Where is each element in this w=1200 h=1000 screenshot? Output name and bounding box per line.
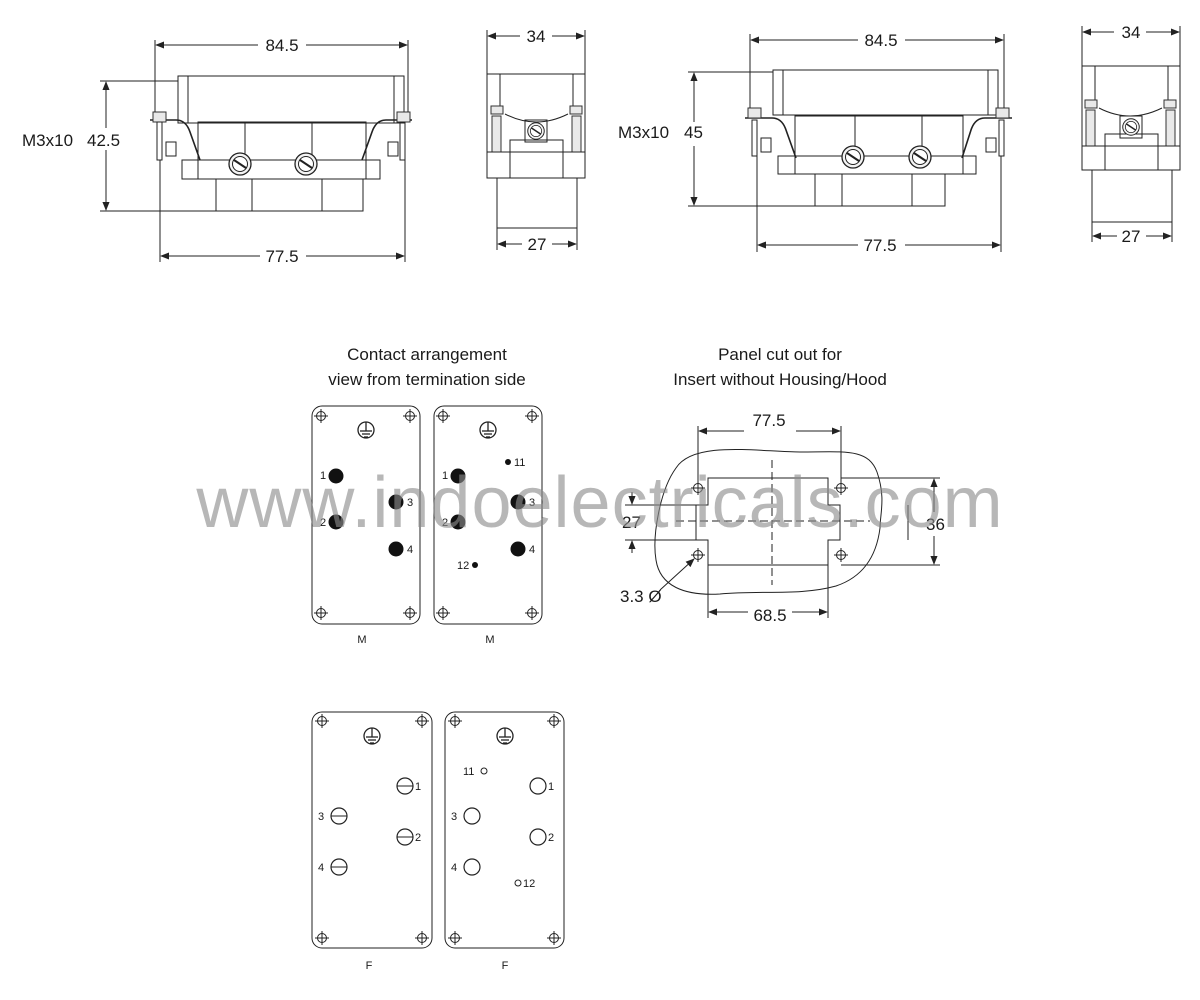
pin-label-12: 12 xyxy=(457,560,469,572)
pin-label-3: 3 xyxy=(318,811,324,823)
male-insert-4pin: 1 2 3 4 M xyxy=(311,405,421,646)
pin-label-2: 2 xyxy=(442,517,448,529)
cutout-dim-left: 27 xyxy=(622,513,641,532)
front-a-height: 42.5 xyxy=(87,131,120,150)
contact-title-line2: view from termination side xyxy=(328,370,525,389)
side-a-width-bottom: 27 xyxy=(528,235,547,254)
contact-arrangement: Contact arrangement view from terminatio… xyxy=(311,345,565,972)
pin-label-1: 1 xyxy=(548,781,554,793)
pin-label-4: 4 xyxy=(318,862,324,874)
side-a-width-top: 34 xyxy=(527,27,546,46)
pin-label-1: 1 xyxy=(320,470,326,482)
female-label: F xyxy=(366,960,373,972)
cutout-hole-dim: 3.3 Ø xyxy=(620,587,662,606)
front-a-width-bottom: 77.5 xyxy=(265,247,298,266)
front-b-width-bottom: 77.5 xyxy=(863,236,896,255)
front-b-height: 45 xyxy=(684,123,703,142)
cutout-dim-right: 36 xyxy=(926,515,945,534)
pin-label-3: 3 xyxy=(529,497,535,509)
male-insert-6pin: 1 2 3 4 11 12 M xyxy=(433,405,543,646)
pin-label-1: 1 xyxy=(442,470,448,482)
pin-label-11: 11 xyxy=(514,457,525,469)
watermark: www.indoelectricals.com xyxy=(195,463,1003,543)
pin-label-4: 4 xyxy=(451,862,457,874)
pin-label-2: 2 xyxy=(415,832,421,844)
front-view-b: 84.5 77.5 M3x10 45 xyxy=(618,31,1012,255)
front-b-width-top: 84.5 xyxy=(864,31,897,50)
cutout-dim-top: 77.5 xyxy=(752,411,785,430)
front-a-width-top: 84.5 xyxy=(265,36,298,55)
pin-label-1: 1 xyxy=(415,781,421,793)
pin-label-4: 4 xyxy=(407,544,413,556)
pin-label-11: 11 xyxy=(463,766,474,778)
pin-label-4: 4 xyxy=(529,544,535,556)
pin-label-3: 3 xyxy=(451,811,457,823)
pin-label-2: 2 xyxy=(548,832,554,844)
front-b-screw: M3x10 xyxy=(618,123,669,142)
side-view-b: 34 27 xyxy=(1081,23,1181,246)
side-view-a: 34 27 xyxy=(486,27,586,254)
male-label: M xyxy=(485,634,494,646)
male-label: M xyxy=(357,634,366,646)
female-label: F xyxy=(502,960,509,972)
pin-label-2: 2 xyxy=(320,517,326,529)
cutout-dim-bottom: 68.5 xyxy=(753,606,786,625)
contact-title-line1: Contact arrangement xyxy=(347,345,507,364)
front-a-screw: M3x10 xyxy=(22,131,73,150)
cutout-title-line1: Panel cut out for xyxy=(718,345,842,364)
front-view-a: 84.5 77.5 M3x10 42.5 xyxy=(22,36,412,266)
side-b-width-bottom: 27 xyxy=(1122,227,1141,246)
pin-label-3: 3 xyxy=(407,497,413,509)
side-b-width-top: 34 xyxy=(1122,23,1141,42)
pin-label-12: 12 xyxy=(523,878,535,890)
female-insert-4pin: 1 2 3 4 F xyxy=(311,711,433,972)
panel-cutout: Panel cut out for Insert without Housing… xyxy=(620,345,945,625)
cutout-title-line2: Insert without Housing/Hood xyxy=(673,370,887,389)
female-insert-6pin: 1 2 3 4 11 12 F xyxy=(444,711,565,972)
